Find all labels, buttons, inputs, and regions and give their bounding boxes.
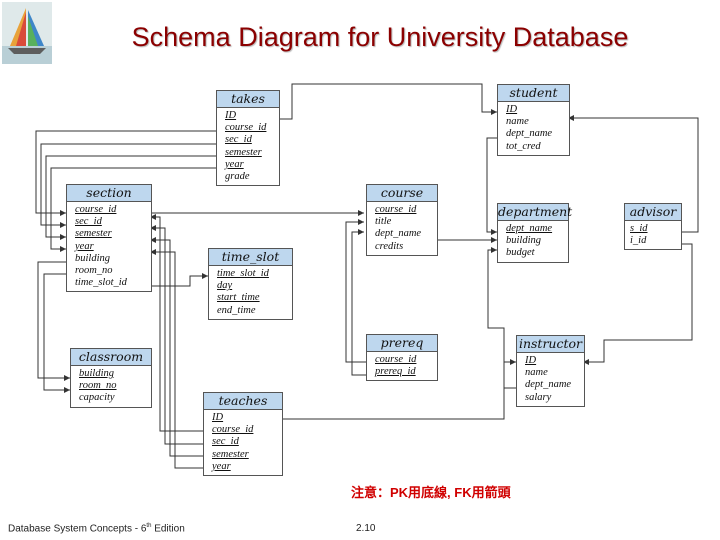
attribute: sec_id [75, 216, 102, 228]
fk-teaches-section-semester [150, 237, 203, 457]
table-course-name: course [367, 185, 437, 202]
fk-teaches-section-sec-id [150, 225, 203, 445]
attribute: end_time [217, 304, 256, 316]
fk-student-department [486, 137, 497, 235]
page-title: Schema Diagram for University Database [131, 22, 629, 52]
attribute: ID [525, 355, 537, 366]
table-advisor-name: advisor [625, 204, 681, 221]
table-teaches: teaches ID course_id sec_id semester yea… [203, 392, 283, 477]
attribute: room_no [79, 380, 117, 392]
table-instructor-name: instructor [517, 336, 584, 353]
attribute: ID [225, 110, 237, 121]
attribute: year [75, 240, 94, 252]
attribute: course_id [75, 204, 117, 215]
attribute: i_id [630, 235, 647, 247]
sailboat-logo-icon [2, 2, 52, 64]
fk-advisor-instructor [583, 243, 693, 365]
attribute: title [375, 216, 392, 228]
table-advisor: advisor s_id i_id [624, 203, 682, 251]
fk-takes-section-year [50, 167, 216, 252]
table-department-name: department [498, 204, 573, 221]
footer-edition-sup: th [146, 523, 152, 529]
footer-book-title: Database System Concepts - 6th Edition [8, 523, 185, 534]
table-prereq-name: prereq [367, 335, 437, 352]
fk-prereq-prereq-id [351, 229, 366, 376]
fk-prereq-course-id [345, 219, 366, 363]
attribute: time_slot_id [75, 277, 127, 289]
table-prereq: prereq course_id prereq_id [366, 334, 438, 382]
fk-takes-student [278, 83, 497, 120]
table-department: department dept_name building budget [497, 203, 573, 263]
fk-section-time-slot [150, 273, 208, 287]
table-time-slot: time_slot time_slot_id day start_time en… [208, 248, 293, 320]
attribute: name [506, 116, 529, 128]
table-student: student ID name dept_name tot_cred [497, 84, 570, 156]
attribute: course_id [212, 424, 254, 436]
attribute: day [217, 280, 233, 292]
fk-takes-section-sec-id [40, 143, 216, 228]
fk-takes-section-semester [45, 155, 216, 240]
footer-edition: Edition [151, 523, 185, 535]
table-classroom-name: classroom [71, 349, 151, 366]
table-takes: takes ID course_id sec_id semester year … [216, 90, 280, 187]
attribute: ID [506, 104, 518, 115]
attribute: dept_name [525, 379, 572, 391]
table-instructor: instructor ID name dept_name salary [516, 335, 585, 407]
attribute: start_time [217, 292, 260, 304]
attribute: semester [75, 228, 112, 240]
fk-teaches-instructor [281, 359, 516, 420]
fk-section-classroom-room-no [43, 273, 70, 393]
attribute: time_slot_id [217, 268, 269, 279]
attribute: prereq_id [375, 366, 416, 378]
attribute: year [212, 460, 231, 472]
attribute: s_id [630, 223, 648, 234]
table-teaches-name: teaches [204, 393, 282, 410]
attribute: semester [225, 146, 262, 158]
attribute: room_no [75, 265, 113, 277]
table-time-slot-name: time_slot [209, 249, 292, 266]
table-classroom: classroom building room_no capacity [70, 348, 152, 408]
attribute: dept_name [506, 128, 553, 140]
fk-advisor-student [568, 115, 699, 233]
table-section: section course_id sec_id semester year b… [66, 184, 152, 293]
attribute: ID [212, 412, 224, 423]
attribute: grade [225, 171, 250, 183]
fk-teaches-section-year [150, 249, 203, 469]
attribute: building [79, 368, 115, 379]
attribute: sec_id [212, 436, 239, 448]
attribute: course_id [225, 122, 267, 134]
attribute: capacity [79, 392, 115, 404]
attribute: dept_name [506, 223, 553, 234]
table-student-name: student [498, 85, 569, 102]
attribute: tot_cred [506, 140, 541, 152]
fk-teaches-section-course-id [150, 214, 203, 432]
attribute: year [225, 158, 244, 170]
fk-section-classroom-building [37, 261, 70, 381]
attribute: building [506, 235, 542, 247]
legend-note: 注意：PK用底線, FK用箭頭 [351, 485, 511, 500]
page-number: 2.10 [356, 523, 376, 534]
attribute: budget [506, 247, 535, 259]
attribute: course_id [375, 354, 417, 365]
attribute: sec_id [225, 134, 252, 146]
attribute: course_id [375, 204, 417, 215]
table-section-name: section [67, 185, 151, 202]
fk-instructor-department [487, 247, 516, 389]
attribute: salary [525, 391, 552, 403]
attribute: semester [212, 448, 249, 460]
attribute: credits [375, 240, 404, 252]
table-course: course course_id title dept_name credits [366, 184, 438, 256]
footer-book: Database System Concepts - 6 [8, 523, 147, 535]
attribute: building [75, 252, 111, 264]
attribute: name [525, 367, 548, 379]
attribute: dept_name [375, 228, 422, 240]
table-takes-name: takes [217, 91, 279, 108]
